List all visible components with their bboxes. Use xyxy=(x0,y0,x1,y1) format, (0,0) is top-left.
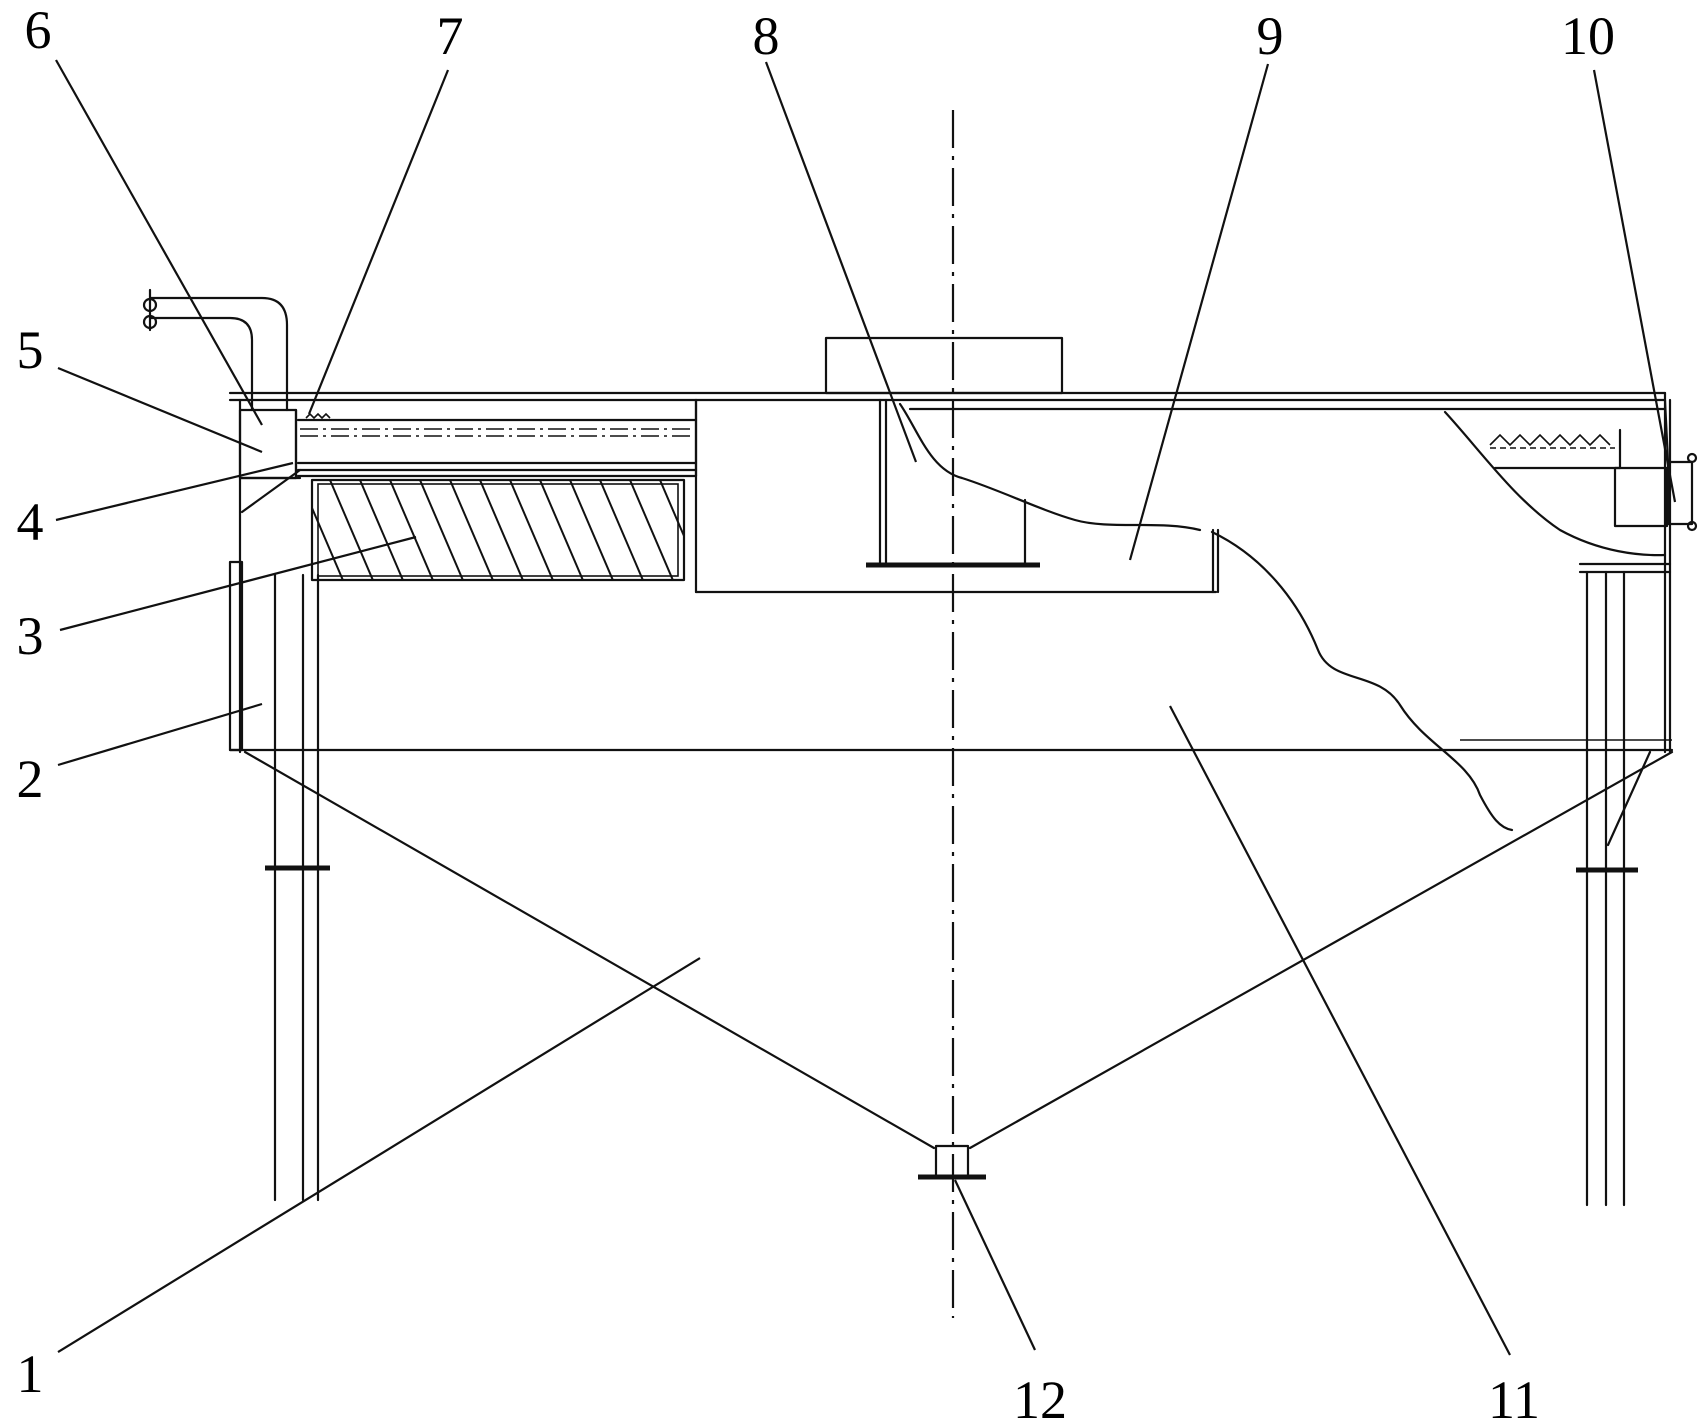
breakaway-line-lower xyxy=(1210,530,1514,832)
callout-labels: 1 2 3 4 5 6 7 8 9 10 11 12 xyxy=(17,0,1616,1426)
leader-1 xyxy=(57,957,701,1353)
label-7: 7 xyxy=(437,6,464,66)
tank-body xyxy=(228,391,1674,754)
leader-10 xyxy=(1592,69,1677,503)
label-10: 10 xyxy=(1561,6,1615,66)
sludge-hopper xyxy=(243,750,1674,1180)
leader-5 xyxy=(57,366,263,454)
label-12: 12 xyxy=(1013,1370,1067,1426)
filter-media-pack xyxy=(310,478,686,582)
label-8: 8 xyxy=(753,6,780,66)
leader-9 xyxy=(1128,63,1270,561)
leader-7 xyxy=(307,69,450,415)
label-4: 4 xyxy=(17,492,44,552)
left-support-leg xyxy=(265,573,330,1202)
leader-11 xyxy=(1169,705,1511,1356)
right-support-leg xyxy=(1576,570,1652,1207)
upper-channel xyxy=(296,398,698,478)
leader-lines xyxy=(55,59,1677,1356)
label-9: 9 xyxy=(1257,6,1284,66)
inlet-pipe xyxy=(142,288,289,412)
leader-3 xyxy=(59,535,417,632)
right-outlet-assembly xyxy=(1443,398,1698,557)
central-drive-housing xyxy=(694,336,1667,594)
leader-12 xyxy=(954,1179,1036,1351)
leader-6 xyxy=(55,59,263,426)
label-11: 11 xyxy=(1488,1370,1540,1426)
inlet-distributor xyxy=(238,408,302,514)
label-6: 6 xyxy=(25,0,52,60)
leader-8 xyxy=(764,61,918,463)
leader-2 xyxy=(57,702,263,767)
leader-4 xyxy=(55,461,294,522)
label-1: 1 xyxy=(17,1344,44,1404)
label-2: 2 xyxy=(17,749,44,809)
inlet-box xyxy=(228,560,244,752)
label-5: 5 xyxy=(17,320,44,380)
label-3: 3 xyxy=(17,606,44,666)
